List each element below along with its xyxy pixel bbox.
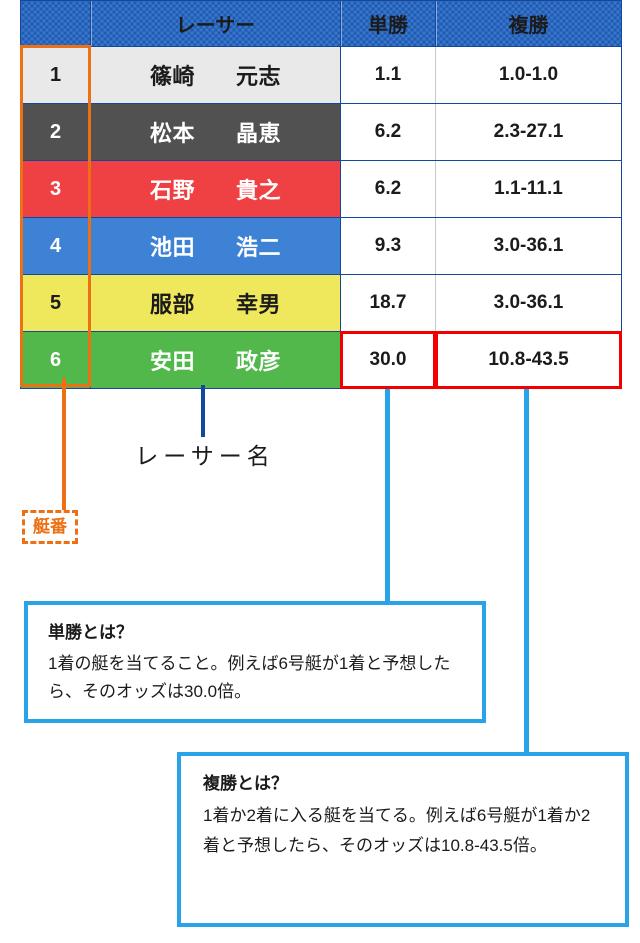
table-row: 2 松本 晶恵 6.2 2.3-27.1 bbox=[20, 103, 622, 161]
racer-surname: 池田 bbox=[149, 235, 195, 260]
cell-win-odds: 6.2 bbox=[340, 160, 436, 218]
cell-win-odds: 1.1 bbox=[340, 46, 436, 104]
cell-place-odds-highlighted: 10.8-43.5 bbox=[435, 331, 623, 390]
label-racer-name: レーサー名 bbox=[135, 443, 275, 469]
cell-racer-name: 池田 浩二 bbox=[90, 217, 341, 275]
cell-racer-name: 篠崎 元志 bbox=[90, 46, 341, 104]
cell-boat-number: 2 bbox=[20, 103, 91, 161]
cell-boat-number: 1 bbox=[20, 46, 91, 104]
table-row: 5 服部 幸男 18.7 3.0-36.1 bbox=[20, 274, 622, 332]
cell-place-odds: 1.1-11.1 bbox=[435, 160, 622, 218]
cell-place-odds: 1.0-1.0 bbox=[435, 46, 622, 104]
callout-place-title: 複勝とは？ bbox=[203, 774, 288, 793]
cell-boat-number: 3 bbox=[20, 160, 91, 218]
cell-racer-name: 服部 幸男 bbox=[90, 274, 341, 332]
table-header: レーサー 単勝 複勝 bbox=[20, 0, 622, 47]
racer-surname: 安田 bbox=[149, 349, 195, 374]
header-place-odds: 複勝 bbox=[435, 0, 622, 47]
cell-place-odds: 3.0-36.1 bbox=[435, 217, 622, 275]
racer-surname: 服部 bbox=[149, 292, 195, 317]
callout-win-title: 単勝とは？ bbox=[48, 623, 133, 642]
table-row: 4 池田 浩二 9.3 3.0-36.1 bbox=[20, 217, 622, 275]
cell-racer-name: 安田 政彦 bbox=[90, 331, 341, 389]
table-row: 3 石野 貴之 6.2 1.1-11.1 bbox=[20, 160, 622, 218]
cell-win-odds-highlighted: 30.0 bbox=[340, 331, 437, 390]
racer-surname: 松本 bbox=[149, 121, 195, 146]
label-boat-number: 艇番 bbox=[22, 510, 78, 544]
callout-win-body: 1着の艇を当てること。例えば6号艇が1着と予想したら、そのオッズは30.0倍。 bbox=[48, 654, 451, 701]
cell-place-odds: 2.3-27.1 bbox=[435, 103, 622, 161]
callout-place-body: 1着か2着に入る艇を当てる。例えば6号艇が1着か2着と予想したら、そのオッズは1… bbox=[203, 806, 591, 856]
table-row: 6 安田 政彦 30.0 10.8-43.5 bbox=[20, 331, 623, 390]
racer-given-name: 幸男 bbox=[235, 292, 281, 317]
racer-given-name: 貴之 bbox=[235, 178, 281, 203]
odds-table: レーサー 単勝 複勝 1 篠崎 元志 1.1 1.0-1.0 2 松本 晶恵 6.2… bbox=[20, 0, 623, 390]
racer-given-name: 元志 bbox=[235, 64, 281, 89]
cell-racer-name: 松本 晶恵 bbox=[90, 103, 341, 161]
cell-win-odds: 6.2 bbox=[340, 103, 436, 161]
connector-win-odds bbox=[385, 385, 390, 603]
header-boat-number bbox=[20, 0, 91, 47]
cell-boat-number: 5 bbox=[20, 274, 91, 332]
cell-boat-number: 4 bbox=[20, 217, 91, 275]
racer-given-name: 浩二 bbox=[235, 235, 281, 260]
cell-racer-name: 石野 貴之 bbox=[90, 160, 341, 218]
callout-place-odds: 複勝とは？ 1着か2着に入る艇を当てる。例えば6号艇が1着か2着と予想したら、そ… bbox=[177, 752, 629, 927]
racer-given-name: 政彦 bbox=[235, 349, 281, 374]
racer-surname: 石野 bbox=[149, 178, 195, 203]
cell-boat-number: 6 bbox=[20, 331, 91, 389]
table-body: 1 篠崎 元志 1.1 1.0-1.0 2 松本 晶恵 6.2 2.3-27.1 3… bbox=[20, 46, 623, 390]
cell-win-odds: 18.7 bbox=[340, 274, 436, 332]
header-racer: レーサー bbox=[90, 0, 341, 47]
connector-place-odds bbox=[524, 385, 529, 757]
callout-win-odds: 単勝とは？ 1着の艇を当てること。例えば6号艇が1着と予想したら、そのオッズは3… bbox=[24, 601, 486, 723]
racer-surname: 篠崎 bbox=[149, 64, 195, 89]
racer-given-name: 晶恵 bbox=[235, 121, 281, 146]
connector-racer-name bbox=[201, 385, 205, 437]
cell-place-odds: 3.0-36.1 bbox=[435, 274, 622, 332]
connector-boat-number bbox=[62, 378, 66, 522]
cell-win-odds: 9.3 bbox=[340, 217, 436, 275]
header-win-odds: 単勝 bbox=[340, 0, 436, 47]
table-row: 1 篠崎 元志 1.1 1.0-1.0 bbox=[20, 46, 622, 104]
